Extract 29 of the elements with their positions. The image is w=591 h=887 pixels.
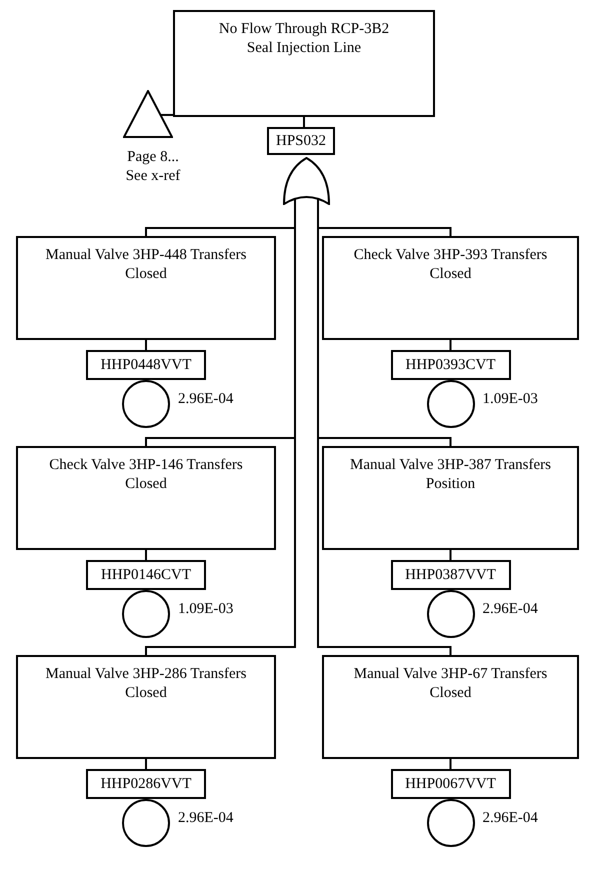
probability-value: 1.09E-03 <box>482 390 538 409</box>
event-id-box: HHP0448VVT <box>86 350 206 380</box>
event-id-box: HHP0146CVT <box>86 560 206 590</box>
connector-line <box>450 340 452 350</box>
event-id-box: HHP0393CVT <box>390 350 510 380</box>
probability-value: 2.96E-04 <box>482 600 538 619</box>
connector-line <box>450 759 452 769</box>
event-box: No Flow Through RCP-3B2 Seal Injection Line <box>173 10 435 117</box>
event-box: Manual Valve 3HP-387 Transfers Position <box>322 446 579 550</box>
event-box: Manual Valve 3HP-286 Transfers Closed <box>16 655 276 759</box>
event-id-box: HHP0067VVT <box>390 769 510 799</box>
connector-line <box>145 550 147 560</box>
connector-line <box>145 340 147 350</box>
event-id-box: HHP0286VVT <box>86 769 206 799</box>
transfer-note: Page 8... See x-ref <box>124 148 182 186</box>
connector-line <box>161 114 173 116</box>
probability-value: 2.96E-04 <box>178 809 234 828</box>
probability-value: 2.96E-04 <box>178 390 234 409</box>
connector-line <box>450 550 452 560</box>
event-box: Check Valve 3HP-146 Transfers Closed <box>16 446 276 550</box>
connector-line <box>303 117 305 127</box>
event-id-box: HHP0387VVT <box>390 560 510 590</box>
probability-value: 1.09E-03 <box>178 600 234 619</box>
probability-value: 2.96E-04 <box>482 809 538 828</box>
event-box: Manual Valve 3HP-67 Transfers Closed <box>322 655 579 759</box>
event-box: Check Valve 3HP-393 Transfers Closed <box>322 236 579 340</box>
event-box: Manual Valve 3HP-448 Transfers Closed <box>16 236 276 340</box>
event-id-box: HPS032 <box>267 127 335 155</box>
connector-line <box>145 759 147 769</box>
